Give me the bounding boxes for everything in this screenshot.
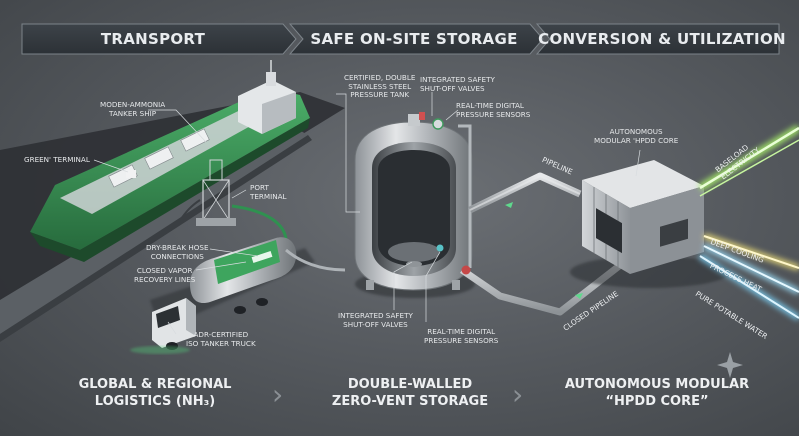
caption-transport: GLOBAL & REGIONAL LOGISTICS (NH₃) bbox=[78, 377, 232, 409]
hpdd-core bbox=[570, 160, 730, 288]
sensors-bottom-label: REAL-TIME DIGITAL PRESSURE SENSORS bbox=[424, 327, 499, 345]
ship-bridge bbox=[238, 60, 296, 134]
tanker-ship bbox=[30, 60, 310, 262]
ship-label: MODEN-AMMONIA TANKER SHIP bbox=[100, 100, 166, 118]
vapor-label: CLOSED VAPOR RECOVERY LINES bbox=[134, 266, 196, 284]
output-beams bbox=[697, 124, 799, 321]
pressure-tank bbox=[354, 112, 475, 298]
hose-label: DRY-BREAK HOSE CONNECTIONS bbox=[146, 243, 209, 261]
caption-storage: DOUBLE-WALLED ZERO-VENT STORAGE bbox=[331, 377, 489, 409]
sparkle-icon bbox=[717, 352, 743, 378]
leader-lines bbox=[93, 92, 641, 335]
pipelines bbox=[460, 172, 635, 316]
caption-conversion: AUTONOMOUS MODULAR “HPDD CORE” bbox=[564, 377, 750, 409]
iso-tanker-truck bbox=[130, 237, 315, 354]
tab-conversion: CONVERSION & UTILIZATION bbox=[538, 30, 786, 48]
port-terminal-label: PORT TERMINAL bbox=[250, 183, 287, 201]
core-label: AUTONOMOUS MODULAR 'HPDD CORE bbox=[594, 127, 679, 145]
terminal-label: GREEN' TERMINAL bbox=[24, 155, 90, 164]
chevron-right-icon: › bbox=[272, 378, 284, 411]
tank-label: CERTIFIED, DOUBLE STAINLESS STEEL PRESSU… bbox=[344, 73, 416, 100]
tab-transport: TRANSPORT bbox=[100, 30, 206, 48]
header-banner bbox=[21, 23, 780, 55]
valves-bottom-label: INTEGRATED SAFETY SHUT-OFF VALVES bbox=[338, 311, 413, 329]
truck-label: ADR-CERTIFIED ISO TANKER TRUCK bbox=[186, 330, 256, 348]
chevron-right-icon: › bbox=[512, 378, 524, 411]
tab-storage: SAFE ON-SITE STORAGE bbox=[310, 30, 518, 48]
sensors-top-label: REAL-TIME DIGITAL PRESSURE SENSORS bbox=[456, 101, 531, 119]
valves-top-label: INTEGRATED SAFETY SHUT-OFF VALVES bbox=[420, 75, 495, 93]
